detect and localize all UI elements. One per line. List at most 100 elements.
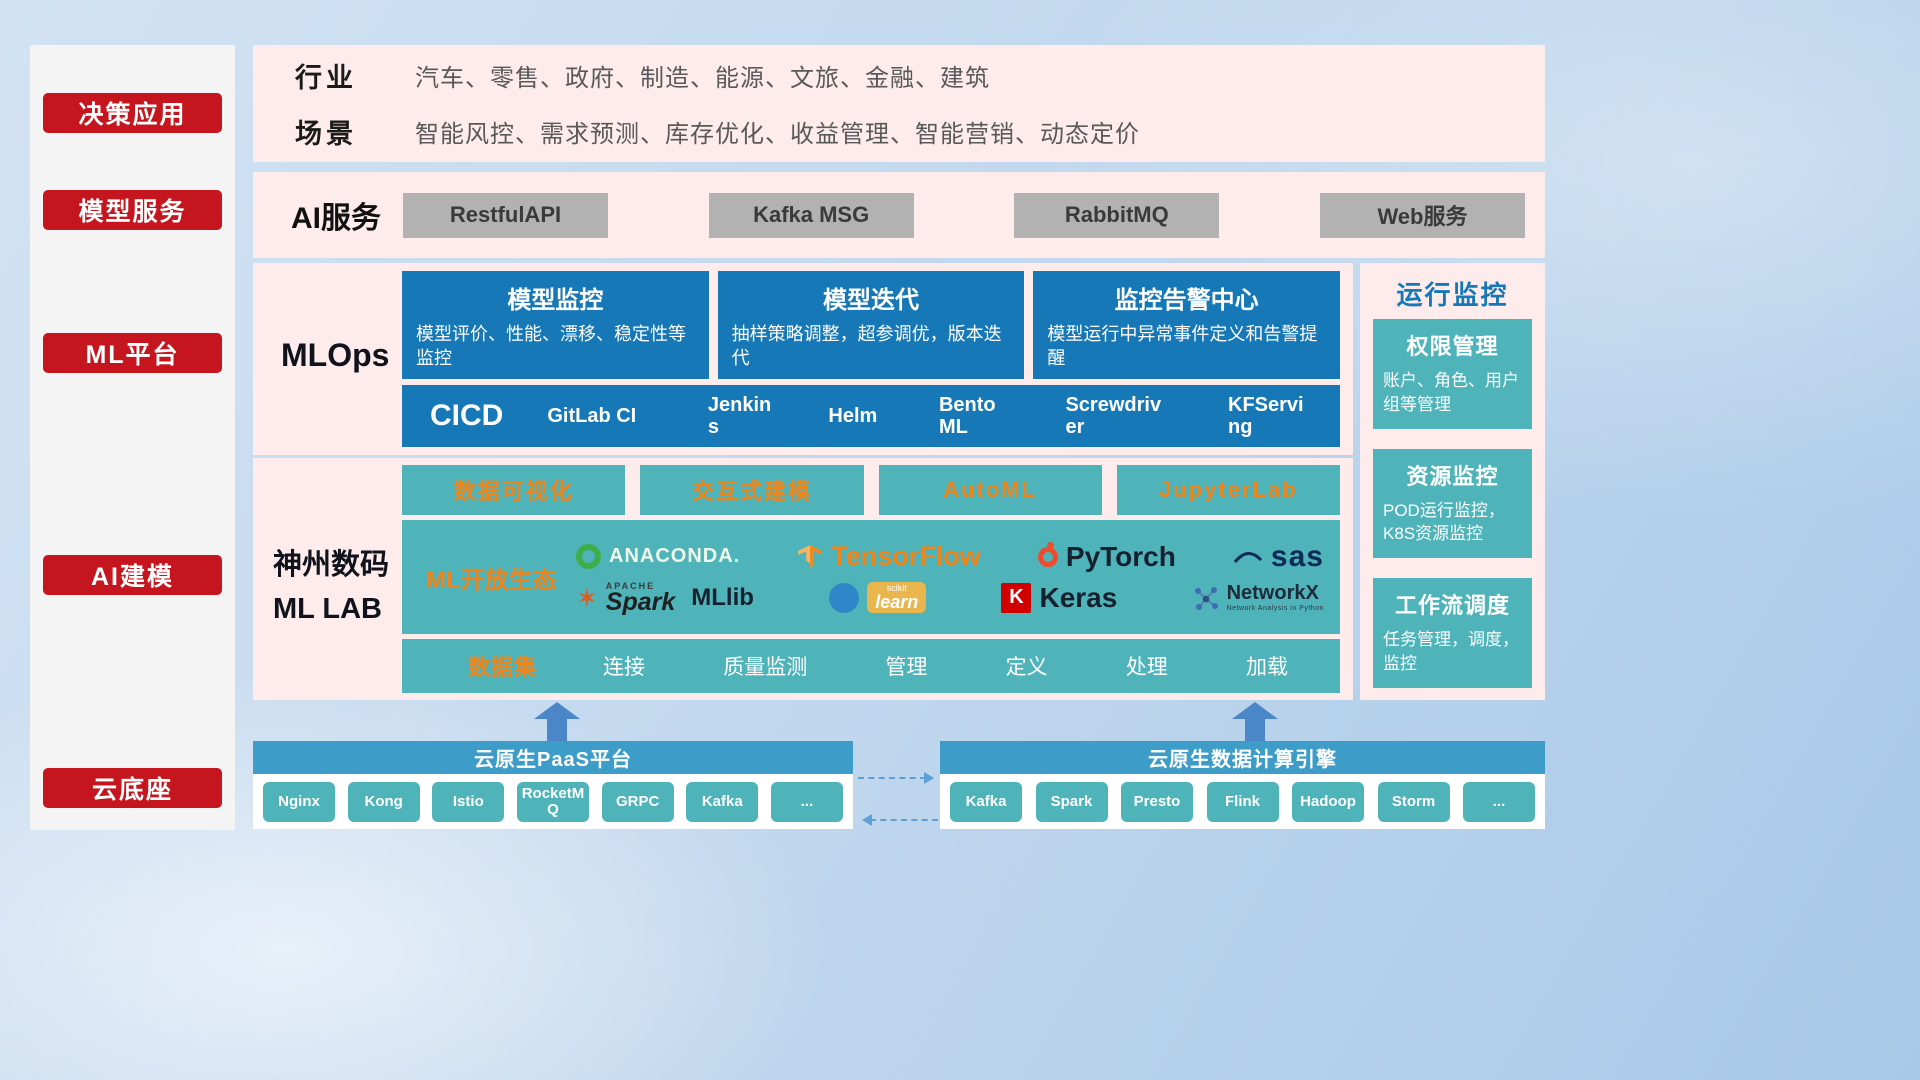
lab-tool: JupyterLab: [1116, 465, 1340, 515]
ml-lab-panel: 神州数码 ML LAB 数据可视化交互式建模 AutoML JupyterLab M…: [253, 458, 1353, 700]
industry-scenario-panel: 行业 汽车、零售、政府、制造、能源、文旅、金融、建筑 场景 智能风控、需求预测、…: [253, 45, 1545, 162]
dashed-arrow-left-head: [862, 814, 872, 826]
card-desc: POD运行监控，K8S资源监控: [1383, 500, 1505, 544]
dataset-item: 连接: [603, 656, 646, 679]
nav-item: 决策应用: [43, 93, 222, 133]
tech-chip: RocketMQ: [516, 781, 589, 822]
ecosystem-label: ML开放生态: [426, 566, 557, 594]
learn-text: learn: [875, 592, 919, 612]
nav-item: 模型服务: [43, 190, 222, 230]
networkx-logo: NetworkX Network Analysis in Python: [1193, 583, 1324, 612]
lab-tool: AutoML: [878, 465, 1102, 515]
card-title: 监控告警中心: [1114, 287, 1259, 314]
dataset-item: 加载: [1245, 656, 1288, 679]
dataset-item: 定义: [1005, 656, 1048, 679]
logo-row: ANACONDA. TensorFlow PyTorch: [576, 540, 1324, 574]
mlops-card: 模型监控 模型评价、性能、漂移、稳定性等监控: [402, 271, 709, 379]
card-desc: 抽样策略调整，超参调优，版本迭代: [731, 324, 1002, 369]
tech-chip: GRPC: [601, 781, 674, 822]
tech-chip: Spark: [1035, 781, 1108, 822]
pytorch-text: PyTorch: [1065, 540, 1176, 572]
cicd-tool: Jenkins: [707, 394, 772, 438]
tech-chip: Kafka: [686, 781, 759, 822]
networkx-subtitle: Network Analysis in Python: [1226, 605, 1324, 612]
ml-lab-label-line2: ML LAB: [273, 592, 383, 625]
arrow-stem: [1245, 719, 1265, 742]
card-title: 模型迭代: [823, 287, 919, 314]
sas-logo: sas: [1233, 540, 1324, 574]
scikit-learn-badge: scikit learn: [867, 582, 927, 613]
tech-chip: Hadoop: [1292, 781, 1364, 822]
scikit-learn-logo: scikit learn: [829, 582, 927, 613]
ml-ecosystem-box: ML开放生态 ANACONDA. TensorFlow PyTorch: [402, 520, 1340, 634]
ai-service-label: AI服务: [291, 202, 381, 235]
mlops-label: MLOps: [281, 337, 390, 373]
service-button: Web服务: [1319, 192, 1525, 238]
nav-item: ML平台: [43, 333, 222, 373]
dataset-bar: 数据集 连接质量监测管理定义处理加载: [402, 639, 1340, 693]
tensorflow-text: TensorFlow: [831, 541, 981, 572]
monitoring-cards: 权限管理 账户、角色、用户组等管理 资源监控 POD运行监控，K8S资源监控 工…: [1373, 319, 1532, 688]
card-desc: 模型评价、性能、漂移、稳定性等监控: [416, 324, 686, 369]
lab-tool: 数据可视化: [402, 465, 626, 515]
anaconda-icon: [576, 544, 601, 570]
monitoring-card: 工作流调度 任务管理，调度，监控: [1373, 578, 1532, 688]
tech-chip: ...: [770, 781, 843, 822]
spark-text: Spark: [605, 587, 676, 616]
networkx-icon: [1194, 586, 1218, 610]
pytorch-flame-dot: [1046, 541, 1054, 549]
scikit-learn-icon: [829, 582, 860, 613]
sas-text: sas: [1270, 539, 1324, 573]
lab-tool: 交互式建模: [640, 465, 864, 515]
ml-lab-label: 神州数码 ML LAB: [273, 544, 389, 631]
sas-icon: [1233, 551, 1263, 563]
industry-row: 场景 智能风控、需求预测、库存优化、收益管理、智能营销、动态定价: [295, 112, 1545, 151]
networkx-text: NetworkX: [1226, 582, 1319, 604]
monitoring-card: 权限管理 账户、角色、用户组等管理: [1373, 319, 1532, 429]
spark-wordmark: APACHE Spark: [606, 581, 675, 615]
card-title: 模型监控: [507, 287, 604, 314]
pytorch-logo: PyTorch: [1037, 540, 1176, 573]
scikit-text: scikit: [886, 583, 907, 593]
runtime-monitoring-panel: 运行监控 权限管理 账户、角色、用户组等管理 资源监控 POD运行监控，K8S资…: [1360, 263, 1545, 700]
mllib-text: MLlib: [691, 583, 754, 611]
dataset-item: 管理: [885, 656, 928, 679]
row-value: 汽车、零售、政府、制造、能源、文旅、金融、建筑: [415, 65, 990, 92]
cicd-label: CICD: [430, 399, 504, 432]
row-label: 场景: [295, 119, 357, 149]
ml-lab-tools: 数据可视化交互式建模 AutoML JupyterLab: [402, 465, 1340, 515]
cicd-tool: KFServing: [1228, 394, 1304, 438]
dashed-arrow-right: [858, 777, 926, 779]
tensorflow-logo: TensorFlow: [797, 541, 981, 572]
up-arrow-paas: [534, 702, 580, 742]
dashed-arrow-right-head: [924, 772, 934, 784]
tech-chip: ...: [1463, 781, 1535, 822]
keras-icon: K: [1001, 582, 1032, 613]
anaconda-logo: ANACONDA.: [576, 544, 740, 570]
service-button: RestfulAPI: [403, 192, 608, 238]
row-value: 智能风控、需求预测、库存优化、收益管理、智能营销、动态定价: [415, 121, 1140, 148]
row-label: 行业: [295, 63, 357, 93]
keras-logo: K Keras: [1001, 582, 1117, 614]
dataset-item: 处理: [1125, 656, 1168, 679]
up-arrow-engine: [1232, 702, 1278, 742]
tech-chip: Kong: [347, 781, 420, 822]
dataset-item: 质量监测: [723, 656, 808, 679]
ml-lab-label-line1: 神州数码: [273, 549, 390, 581]
tech-chip: Istio: [432, 781, 505, 822]
card-title: 工作流调度: [1394, 593, 1510, 619]
monitoring-card: 资源监控 POD运行监控，K8S资源监控: [1373, 448, 1532, 559]
industry-row: 行业 汽车、零售、政府、制造、能源、文旅、金融、建筑: [295, 56, 1545, 95]
tech-chip: Kafka: [950, 781, 1022, 822]
apache-text: APACHE: [605, 580, 656, 591]
engine-header: 云原生数据计算引擎: [940, 741, 1545, 774]
card-desc: 账户、角色、用户组等管理: [1383, 371, 1519, 414]
pytorch-icon: [1037, 541, 1058, 567]
mlops-cards: 模型监控 模型评价、性能、漂移、稳定性等监控 模型迭代 抽样策略调整，超参调优，…: [402, 271, 1341, 379]
mlops-panel: MLOps 模型监控 模型评价、性能、漂移、稳定性等监控 模型迭代 抽样策略调整…: [253, 263, 1353, 455]
